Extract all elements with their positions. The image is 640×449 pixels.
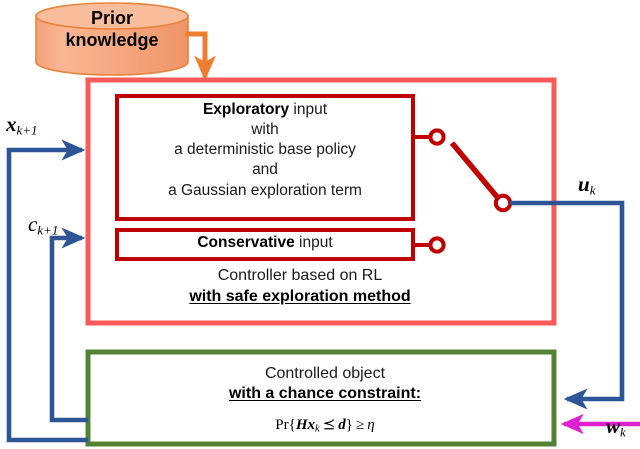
exploratory-title-bold: Exploratory <box>202 101 290 118</box>
signal-label-state: xk+1 <box>6 112 38 138</box>
constraint-level: η <box>367 417 375 433</box>
constraint-prefix: Pr{ <box>275 417 296 433</box>
controlled-object-label: Controlled object with a chance constrai… <box>110 364 540 405</box>
constraint-suffix: } <box>345 417 353 433</box>
control-input-path <box>510 200 625 410</box>
controller-caption-line1: Controller based on RL <box>217 267 383 284</box>
signal-label-control-input: uk <box>578 172 595 198</box>
switch-pivot[interactable] <box>493 193 513 213</box>
input-selector-switch[interactable] <box>413 128 513 254</box>
exploratory-title: Exploratory input <box>119 100 411 120</box>
exploratory-input-box[interactable] <box>115 94 415 221</box>
signal-constraint-symbol: c <box>28 212 38 236</box>
controller-caption: Controller based on RL with safe explora… <box>130 266 470 308</box>
conservative-input-label: Conservative input <box>119 234 411 252</box>
constraint-inequality: ≥ <box>356 417 365 433</box>
constraint-feedback-path <box>49 227 88 423</box>
constraint-relation: ⪯ <box>322 417 336 433</box>
signal-label-disturbance: wk <box>606 414 626 440</box>
switch-terminal-exploratory[interactable] <box>428 128 446 146</box>
exploratory-input-label: Exploratory input with a deterministic b… <box>119 100 411 201</box>
constraint-state-sub: k <box>315 423 320 435</box>
signal-control-sub: k <box>589 182 596 198</box>
signal-control-symbol: u <box>578 172 590 196</box>
signal-disturbance-sub: k <box>620 424 626 440</box>
exploratory-title-rest: input <box>289 101 328 118</box>
prior-knowledge-arrow <box>185 31 216 81</box>
exploratory-line4: and <box>252 161 278 179</box>
switch-terminal-conservative[interactable] <box>428 236 446 254</box>
plant-line1: Controlled object <box>264 365 386 382</box>
state-feedback-path <box>6 139 88 443</box>
signal-label-constraint: ck+1 <box>28 212 58 238</box>
exploratory-line2: with <box>251 121 279 139</box>
plant-line2-suffix: : <box>415 385 422 403</box>
prior-knowledge-label: Prior knowledge <box>38 8 186 52</box>
plant-line2-wrap: with a chance constraint: <box>110 384 540 404</box>
signal-disturbance-symbol: w <box>606 414 621 438</box>
chance-constraint-formula: Pr{Hxk ⪯ d} ≥ η <box>110 415 540 434</box>
constraint-state: x <box>307 417 316 433</box>
exploratory-line3: a deterministic base policy <box>174 141 356 159</box>
signal-state-symbol: x <box>6 112 17 136</box>
conservative-title-bold: Conservative <box>197 234 295 251</box>
controller-caption-line2: with safe exploration method <box>189 287 411 305</box>
prior-knowledge-cylinder <box>35 2 189 76</box>
signal-state-sub: k+1 <box>16 122 38 138</box>
signal-constraint-sub: k+1 <box>37 222 59 238</box>
prior-knowledge-line1: Prior <box>90 8 133 28</box>
switch-blade[interactable] <box>449 141 501 200</box>
conservative-title-rest: input <box>294 234 333 251</box>
constraint-bound: d <box>338 417 346 433</box>
exploratory-line5: a Gaussian exploration term <box>168 181 362 199</box>
controlled-object-box <box>85 349 557 447</box>
constraint-matrix: H <box>295 417 308 433</box>
plant-line2: with a chance constraint <box>228 385 416 403</box>
prior-knowledge-line2: knowledge <box>65 29 159 50</box>
